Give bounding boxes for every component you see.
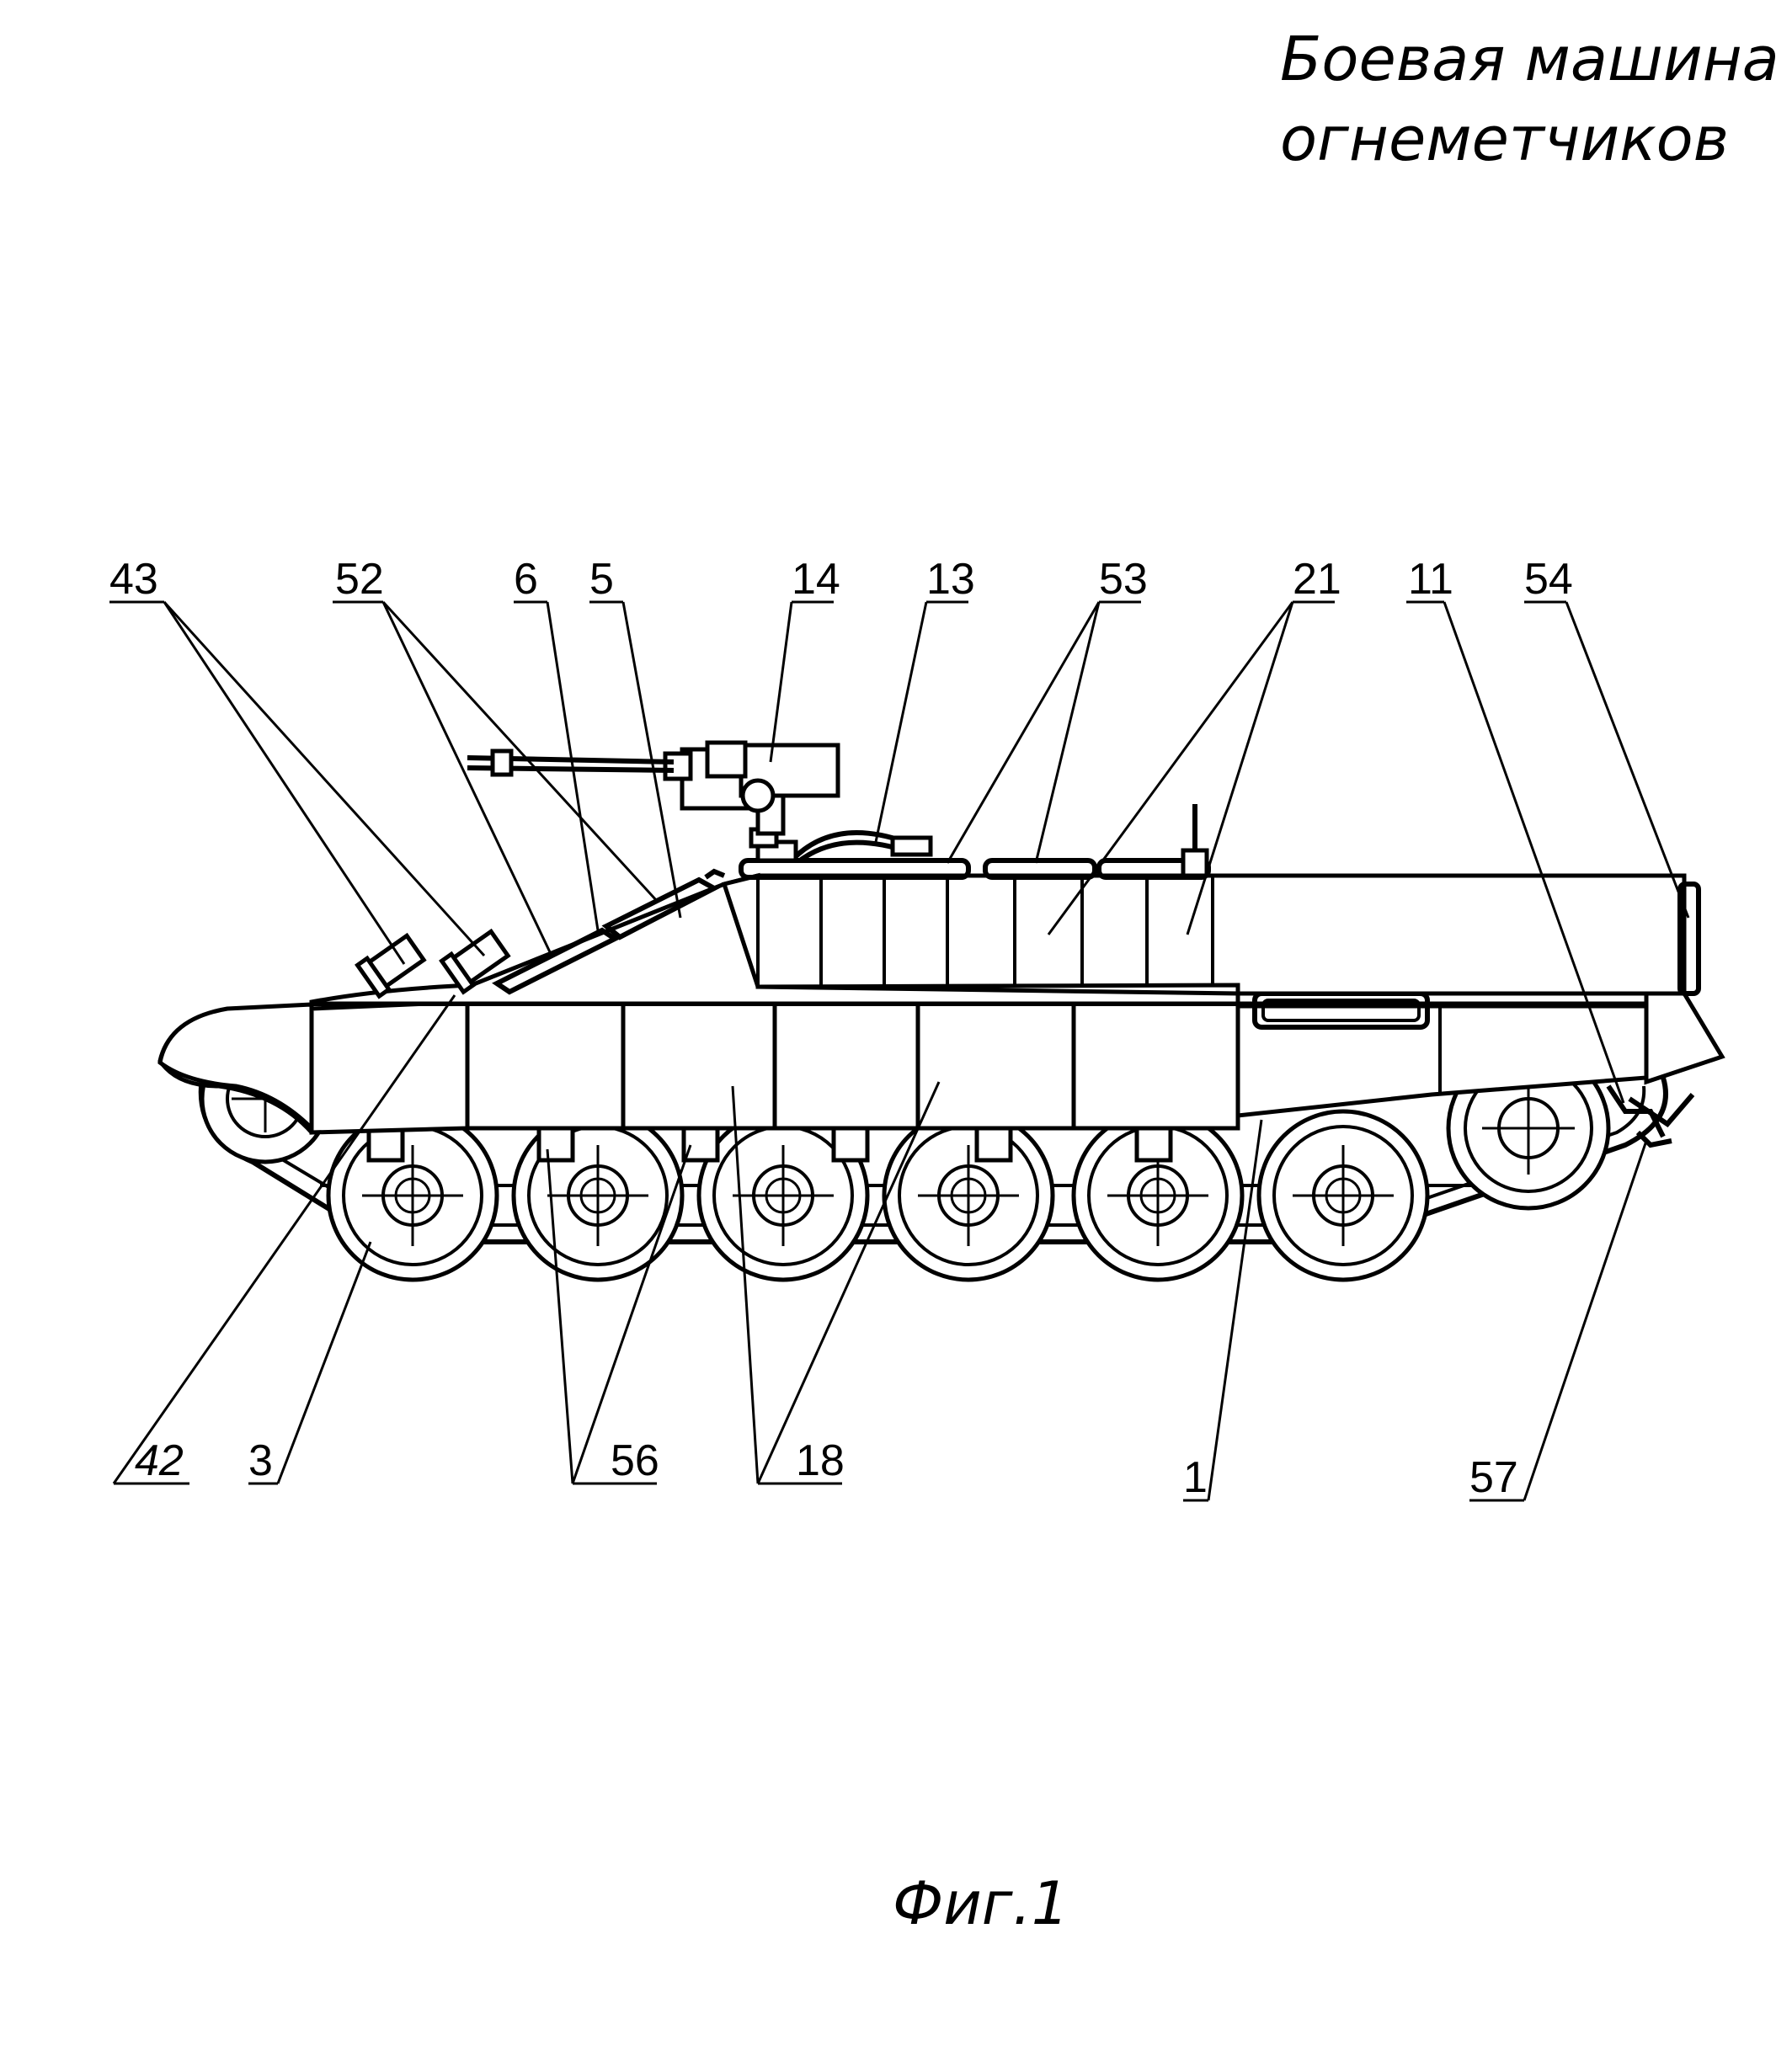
- title-line-2: огнеметчиков: [1280, 104, 1729, 174]
- title-line-1: Боевая машина: [1280, 24, 1779, 94]
- label-11: 11: [1408, 555, 1453, 604]
- label-6: 6: [514, 555, 538, 604]
- reference-labels: 43 52 6 5 14 13 53 21 11 54 42 3 56 18 1…: [109, 555, 1573, 1502]
- grenade-launchers: [355, 928, 511, 999]
- label-54: 54: [1524, 555, 1573, 604]
- road-wheel: [882, 1109, 1055, 1282]
- label-18: 18: [796, 1436, 845, 1485]
- label-5: 5: [589, 555, 614, 604]
- label-57: 57: [1469, 1453, 1518, 1502]
- label-43: 43: [109, 555, 158, 604]
- leader-lines: [109, 600, 1690, 1502]
- label-3: 3: [248, 1436, 273, 1485]
- road-wheel: [326, 1109, 499, 1282]
- label-14: 14: [792, 555, 840, 604]
- side-armor-screens: [309, 999, 1240, 1135]
- label-52: 52: [335, 555, 384, 604]
- towing-hook: [1606, 1084, 1695, 1148]
- hull-front-nose: [157, 1002, 314, 1134]
- vehicle: [157, 740, 1725, 1282]
- hatch-covers: [492, 868, 726, 995]
- label-53: 53: [1099, 555, 1148, 604]
- label-21: 21: [1293, 555, 1341, 604]
- label-56: 56: [611, 1436, 659, 1485]
- figure-caption: Фиг.1: [893, 1869, 1069, 1938]
- superstructure: [721, 873, 1687, 996]
- label-13: 13: [926, 555, 975, 604]
- label-42: 42: [135, 1436, 184, 1485]
- antenna: [1181, 804, 1209, 878]
- rear-door: [1677, 882, 1701, 996]
- label-1: 1: [1183, 1453, 1208, 1502]
- weapon-station: [467, 740, 933, 863]
- road-wheels: [326, 1109, 1430, 1282]
- road-wheel: [1256, 1109, 1430, 1282]
